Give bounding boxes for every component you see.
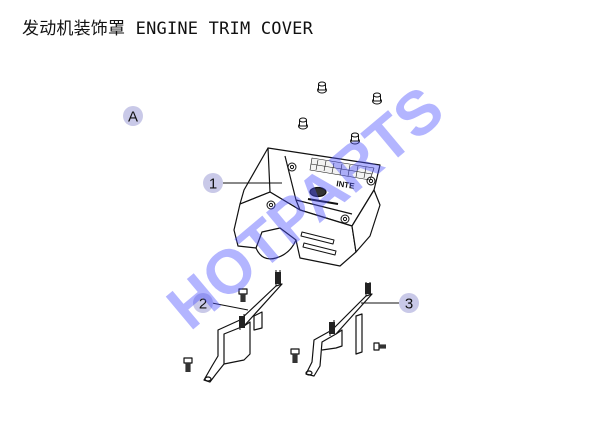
page-title: 发动机装饰罩 ENGINE TRIM COVER [22, 19, 314, 39]
callout-3: 3 [361, 293, 419, 313]
right-bracket [290, 282, 386, 377]
left-bracket [183, 270, 283, 383]
callout-2-text: 2 [199, 296, 207, 313]
nut-1 [317, 81, 327, 94]
view-label-text: A [128, 109, 138, 126]
callout-2: 2 [193, 293, 249, 313]
cover-bolt-holes [266, 162, 376, 224]
nut-group [298, 81, 382, 145]
callout-1: 1 [203, 173, 282, 193]
cover-lettering: INTE [336, 179, 356, 191]
nut-2 [372, 92, 382, 105]
engine-trim-cover [233, 147, 381, 267]
view-label-a: A [123, 106, 143, 126]
cover-badge [309, 186, 327, 198]
nut-3 [298, 117, 308, 130]
bolt-left-lower [183, 357, 193, 372]
bolt-right-side [373, 342, 386, 351]
nut-4 [350, 132, 360, 145]
callout-1-text: 1 [209, 176, 217, 193]
cover-slots [300, 231, 337, 256]
bolt-right-lower [290, 348, 300, 363]
bolt-left-upper [238, 288, 248, 302]
callout-3-text: 3 [405, 296, 413, 313]
